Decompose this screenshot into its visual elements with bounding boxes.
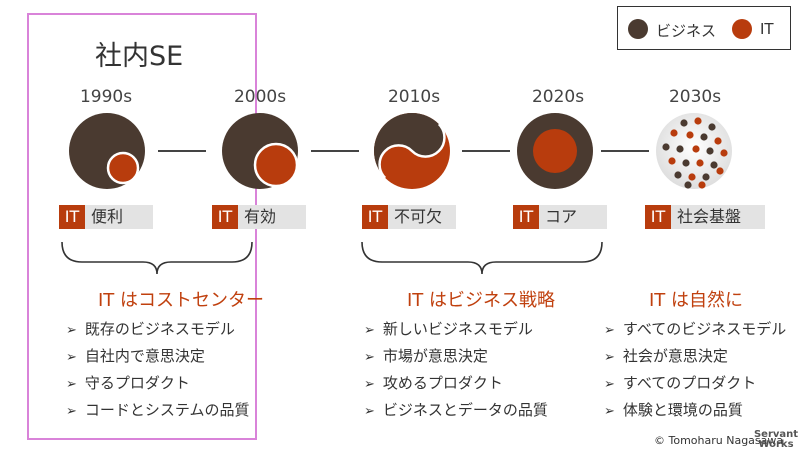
tag-label: コア	[539, 205, 607, 229]
connector-line	[601, 150, 649, 152]
business-dot	[682, 159, 690, 167]
group-heading-natural: IT は自然に	[648, 290, 744, 311]
business-dot	[662, 143, 670, 151]
scatter-dots	[662, 117, 728, 189]
connector-line	[158, 150, 206, 152]
list-item: ➢ビジネスとデータの品質	[364, 401, 548, 419]
legend: ビジネス IT	[617, 6, 791, 50]
business-dot	[680, 119, 688, 127]
it-badge: IT	[59, 205, 85, 229]
it-dot	[720, 149, 728, 157]
list-item: ➢すべてのビジネスモデル	[604, 320, 787, 338]
brace-left	[61, 241, 253, 275]
circle-2030s-scatter	[656, 113, 732, 189]
list-item: ➢守るプロダクト	[66, 374, 190, 392]
arrow-icon: ➢	[364, 323, 375, 338]
it-dot	[670, 129, 678, 137]
brace-middle	[361, 241, 603, 275]
it-dot	[688, 173, 696, 181]
year-2010s: 2010s	[387, 87, 441, 107]
arrow-icon: ➢	[604, 404, 615, 419]
it-badge: IT	[212, 205, 238, 229]
list-item: ➢体験と環境の品質	[604, 401, 743, 419]
arrow-icon: ➢	[604, 350, 615, 365]
group-heading-strategy: IT はビジネス戦略	[406, 290, 556, 311]
business-half	[374, 113, 445, 178]
circle-2000s	[222, 113, 299, 189]
it-circle	[106, 151, 140, 185]
business-legend-swatch	[628, 19, 648, 39]
list-item: ➢新しいビジネスモデル	[364, 320, 533, 338]
business-dot	[710, 161, 718, 169]
connector-line	[462, 150, 510, 152]
list-item: ➢社会が意思決定	[604, 347, 728, 365]
it-dot	[696, 159, 704, 167]
it-dot	[694, 117, 702, 125]
circle-2010s-yinyang	[374, 113, 450, 189]
list-item: ➢市場が意思決定	[364, 347, 488, 365]
tag-label: 社会基盤	[671, 205, 765, 229]
list-item: ➢既存のビジネスモデル	[66, 320, 235, 338]
business-dot	[702, 173, 710, 181]
copyright-text: © Tomoharu Nagasawa	[654, 434, 784, 447]
business-dot	[706, 147, 714, 155]
list-item: ➢攻めるプロダクト	[364, 374, 503, 392]
year-1990s: 1990s	[79, 87, 133, 107]
arrow-icon: ➢	[66, 323, 77, 338]
tag-label: 有効	[238, 205, 306, 229]
arrow-icon: ➢	[604, 323, 615, 338]
page-title: 社内SE	[95, 41, 184, 72]
arrow-icon: ➢	[66, 404, 77, 419]
legend-it-label: IT	[760, 20, 774, 38]
legend-business-label: ビジネス	[656, 22, 717, 40]
year-2020s: 2020s	[531, 87, 585, 107]
list-item: ➢自社内で意思決定	[66, 347, 205, 365]
arrow-icon: ➢	[66, 350, 77, 365]
tag-2030s: IT 社会基盤	[645, 205, 765, 229]
group-heading-cost-center: IT はコストセンター	[97, 290, 265, 311]
it-circle	[253, 142, 299, 188]
it-dot	[698, 181, 706, 189]
it-dot	[692, 145, 700, 153]
tag-label: 便利	[85, 205, 153, 229]
arrow-icon: ➢	[66, 377, 77, 392]
year-2000s: 2000s	[233, 87, 287, 107]
it-dot	[716, 167, 724, 175]
divider-curve	[378, 123, 446, 179]
tag-2000s: IT 有効	[212, 205, 306, 229]
business-dot	[674, 171, 682, 179]
list-item: ➢コードとシステムの品質	[66, 401, 250, 419]
list-item: ➢すべてのプロダクト	[604, 374, 757, 392]
it-badge: IT	[513, 205, 539, 229]
arrow-icon: ➢	[364, 404, 375, 419]
business-dot	[700, 133, 708, 141]
circle-2020s	[517, 113, 593, 189]
arrow-icon: ➢	[364, 350, 375, 365]
tag-2020s: IT コア	[513, 205, 607, 229]
tag-1990s: IT 便利	[59, 205, 153, 229]
it-badge: IT	[362, 205, 388, 229]
year-2030s: 2030s	[668, 87, 722, 107]
it-dot	[668, 157, 676, 165]
arrow-icon: ➢	[604, 377, 615, 392]
arrow-icon: ➢	[364, 377, 375, 392]
brand-logo: Servant Works	[753, 429, 799, 450]
tag-label: 不可欠	[388, 205, 456, 229]
business-dot	[684, 181, 692, 189]
business-dot	[708, 123, 716, 131]
it-legend-swatch	[732, 19, 752, 39]
it-dot	[686, 131, 694, 139]
it-circle	[533, 129, 577, 173]
business-dot	[676, 145, 684, 153]
connector-line	[311, 150, 359, 152]
circle-1990s	[69, 113, 145, 189]
it-dot	[714, 137, 722, 145]
tag-2010s: IT 不可欠	[362, 205, 456, 229]
it-badge: IT	[645, 205, 671, 229]
